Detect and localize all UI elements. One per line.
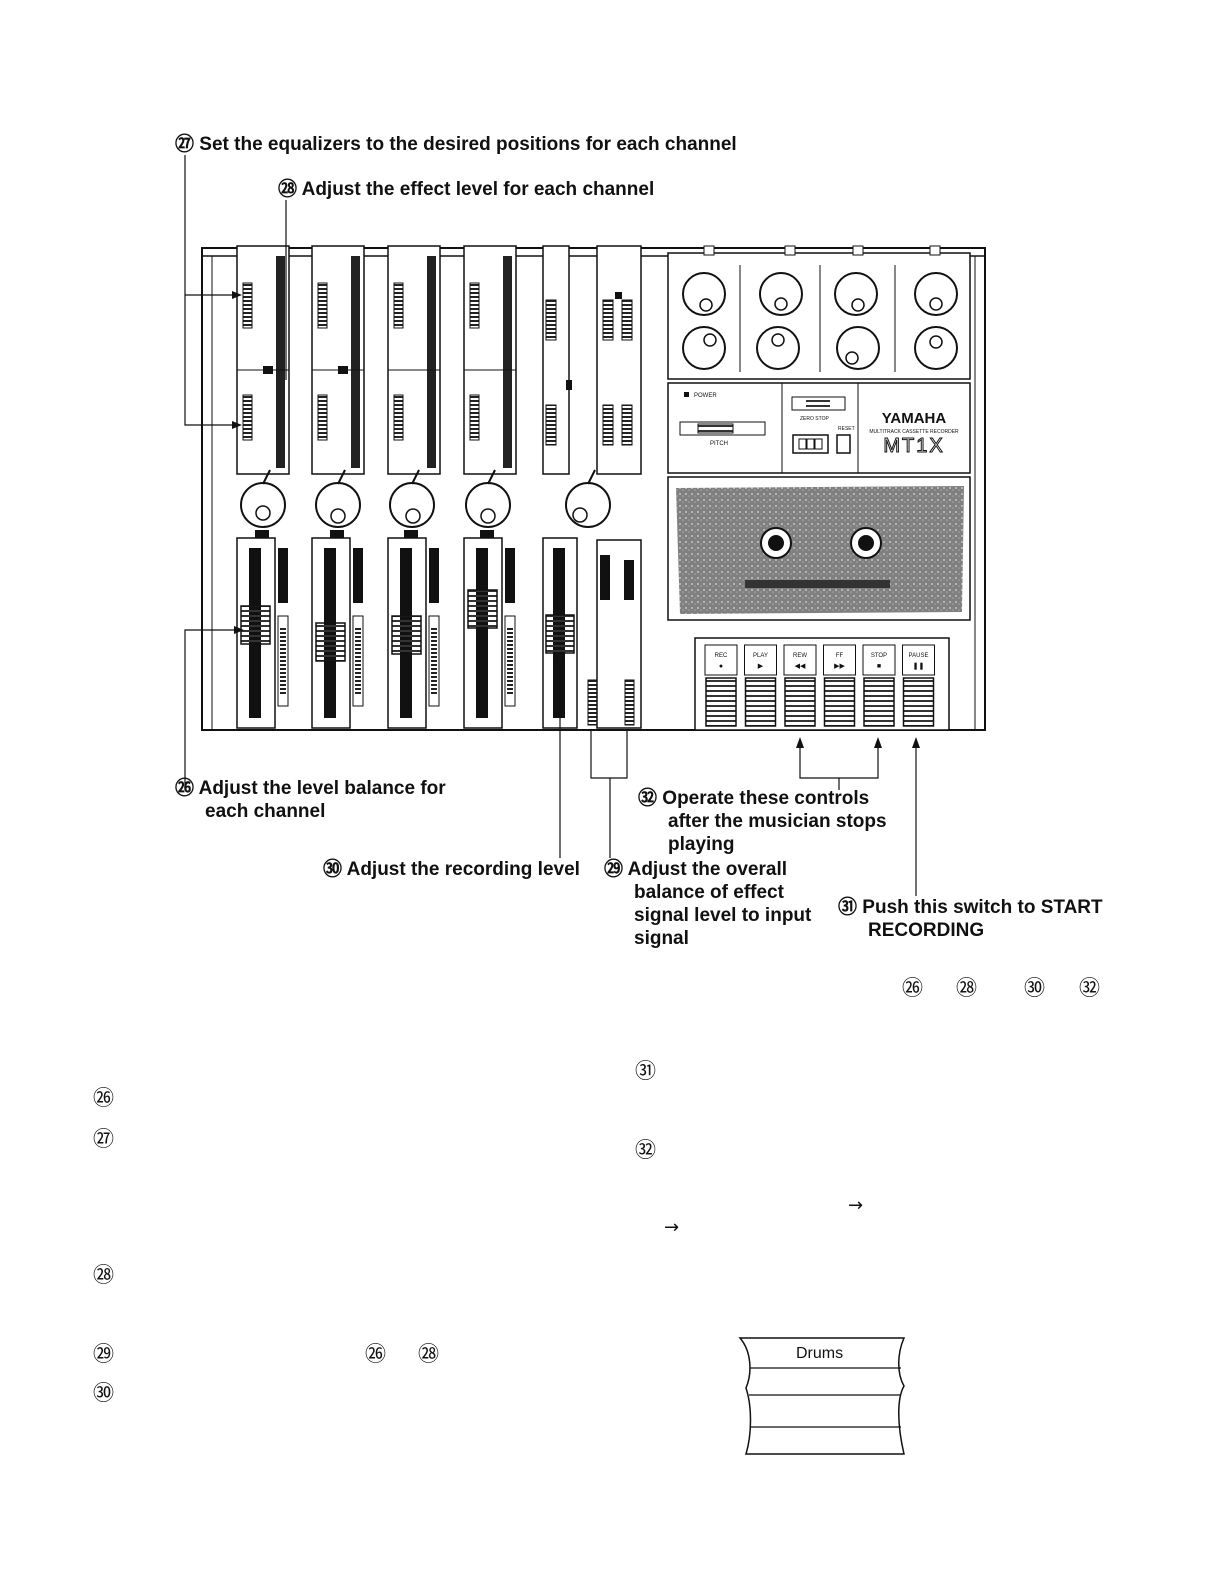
model-name: MT1X bbox=[883, 435, 944, 457]
transport-label-play: PLAY bbox=[753, 653, 768, 659]
transport-button-play[interactable]: PLAY ▶ bbox=[745, 645, 777, 726]
transport-symbol-rec: ● bbox=[719, 663, 723, 670]
transport-symbol-ff: ▶▶ bbox=[834, 663, 845, 670]
effect-knobs bbox=[668, 246, 970, 379]
transport-symbol-play: ▶ bbox=[758, 663, 764, 670]
arrow-2: → bbox=[664, 1217, 679, 1238]
marker-32: ㉜ bbox=[635, 1138, 656, 1162]
transport-label-pause: PAUSE bbox=[909, 653, 929, 659]
transport-button-ff[interactable]: FF ▶▶ bbox=[824, 645, 856, 726]
marker-29: ㉙ bbox=[93, 1342, 114, 1366]
marker-27: ㉗ bbox=[93, 1127, 114, 1151]
transport-symbol-stop: ■ bbox=[877, 663, 881, 670]
mixer-recorder-illustration: POWER PITCH ZERO STOP RESET YAMAHA MULTI… bbox=[0, 0, 1228, 1000]
transport-button-rec[interactable]: REC ● bbox=[705, 645, 737, 726]
transport-symbol-pause: ❚❚ bbox=[913, 662, 925, 670]
transport-label-rew: REW bbox=[793, 653, 807, 659]
marker-28: ㉘ bbox=[93, 1263, 114, 1287]
transport-label-stop: STOP bbox=[871, 653, 887, 659]
marker-31: ㉛ bbox=[635, 1059, 656, 1083]
zero-stop-label: ZERO STOP bbox=[800, 416, 829, 422]
marker-row-30: ㉚ bbox=[1024, 976, 1045, 1000]
transport-key-rec bbox=[706, 678, 736, 726]
transport-label-ff: FF bbox=[836, 653, 844, 659]
marker-30: ㉚ bbox=[93, 1381, 114, 1405]
yamaha-logo: YAMAHA bbox=[882, 410, 947, 427]
pitch-label: PITCH bbox=[710, 441, 728, 447]
marker-row-32: ㉜ bbox=[1079, 976, 1100, 1000]
marker-26: ㉖ bbox=[93, 1086, 114, 1110]
transport-key-play bbox=[746, 678, 776, 726]
arrow-1: → bbox=[848, 1195, 863, 1216]
transport-button-rew[interactable]: REW ◀◀ bbox=[784, 645, 816, 726]
transport-label-rec: REC bbox=[715, 653, 728, 659]
transport-button-pause[interactable]: PAUSE ❚❚ bbox=[903, 645, 935, 726]
marker-row-26: ㉖ bbox=[902, 976, 923, 1000]
cassette-window bbox=[668, 477, 970, 620]
marker-29-ref-28: ㉘ bbox=[418, 1342, 439, 1366]
transport-key-stop bbox=[864, 678, 894, 726]
transport-button-stop[interactable]: STOP ■ bbox=[863, 645, 895, 726]
control-panel: POWER PITCH ZERO STOP RESET YAMAHA MULTI… bbox=[668, 383, 970, 473]
power-label: POWER bbox=[694, 393, 717, 399]
marker-29-ref-26: ㉖ bbox=[365, 1342, 386, 1366]
transport-key-pause bbox=[904, 678, 934, 726]
transport-key-ff bbox=[825, 678, 855, 726]
track-sheet-drums: Drums bbox=[796, 1345, 843, 1363]
reset-label: RESET bbox=[838, 426, 855, 432]
transport-symbol-rew: ◀◀ bbox=[795, 663, 806, 670]
marker-row-28: ㉘ bbox=[956, 976, 977, 1000]
transport-key-rew bbox=[785, 678, 815, 726]
